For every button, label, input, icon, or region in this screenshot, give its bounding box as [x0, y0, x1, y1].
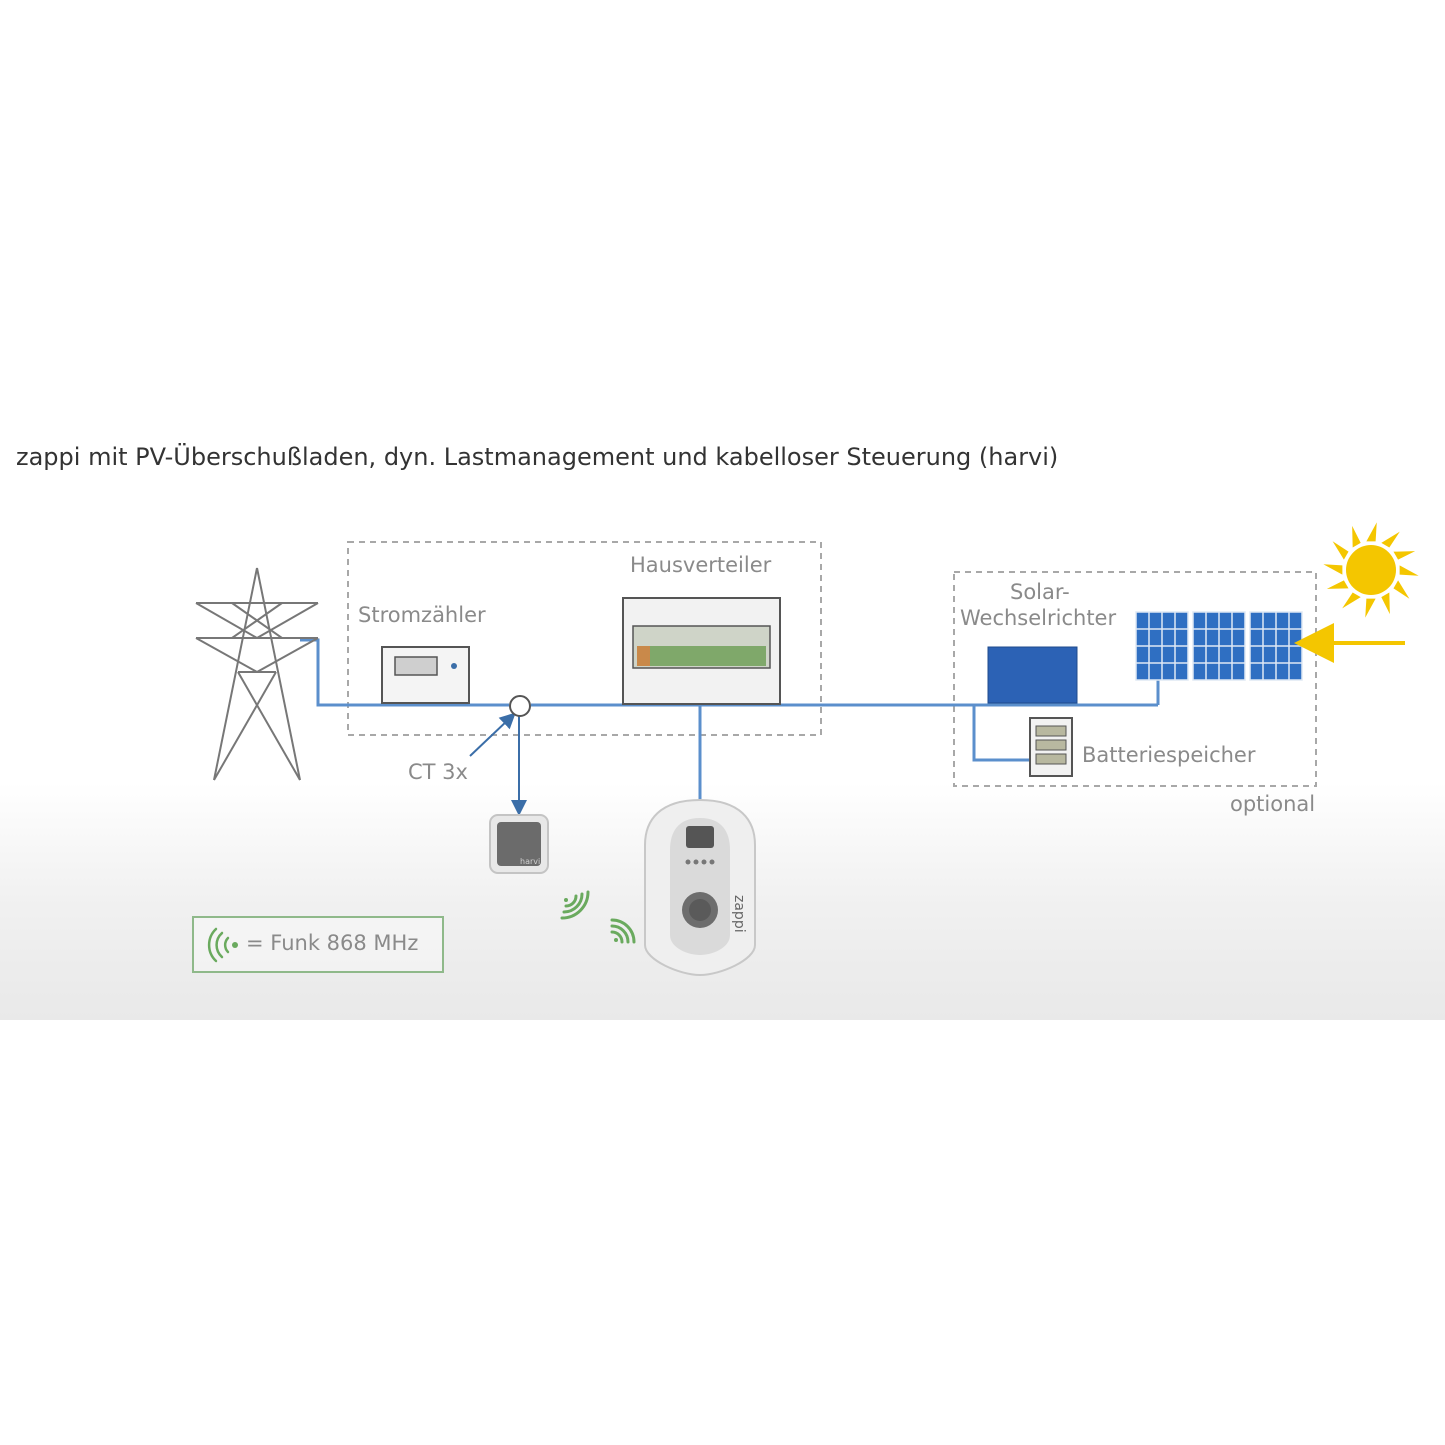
sun-ray — [1399, 565, 1419, 576]
wireless-signal-icon — [610, 918, 636, 944]
legend-text: = Funk 868 MHz — [246, 931, 419, 955]
sun-ray — [1342, 592, 1361, 609]
wireless-signal-icon — [560, 890, 590, 920]
sun-ray — [1352, 525, 1361, 548]
inverter-icon — [987, 646, 1078, 704]
sun-ray — [1381, 531, 1400, 548]
ct-pointer-arrow — [469, 712, 516, 757]
sun-ray — [1365, 598, 1376, 618]
sun-ray — [1332, 541, 1349, 560]
ct-label: CT 3x — [408, 760, 468, 784]
distribution-board-icon — [622, 597, 781, 705]
electricity-meter-icon — [381, 646, 470, 704]
sun-ray — [1393, 580, 1410, 599]
page-title: zappi mit PV-Überschußladen, dyn. Lastma… — [16, 443, 1059, 471]
radio-wave-icon — [207, 927, 238, 963]
sun-ray — [1381, 592, 1390, 615]
stromzaehler-label: Stromzähler — [358, 603, 486, 627]
ct-clamp-icon — [509, 695, 531, 717]
sun-core — [1346, 545, 1396, 595]
power-pylon-icon — [195, 567, 319, 781]
zappi-label: zappi — [731, 895, 747, 933]
harvi-label: harvi — [520, 857, 540, 866]
sun-ray — [1366, 522, 1377, 542]
optional-label: optional — [1230, 792, 1315, 816]
solar-label: Solar- — [1010, 580, 1070, 604]
batteriespeicher-label: Batteriespeicher — [1082, 743, 1256, 767]
sun-ray — [1323, 564, 1343, 575]
sun-ray — [1393, 551, 1416, 560]
house-region — [347, 541, 822, 736]
wechselrichter-label: Wechselrichter — [960, 606, 1116, 630]
sun-ray — [1326, 580, 1349, 589]
zappi-charger-icon: zappi — [644, 798, 756, 977]
optional-region — [953, 571, 1317, 787]
hausverteiler-label: Hausverteiler — [630, 553, 772, 577]
harvi-device-icon: harvi — [489, 814, 549, 874]
battery-storage-icon — [1029, 717, 1073, 777]
sun-icon — [1323, 522, 1419, 618]
solar-panels-icon — [1135, 611, 1303, 681]
